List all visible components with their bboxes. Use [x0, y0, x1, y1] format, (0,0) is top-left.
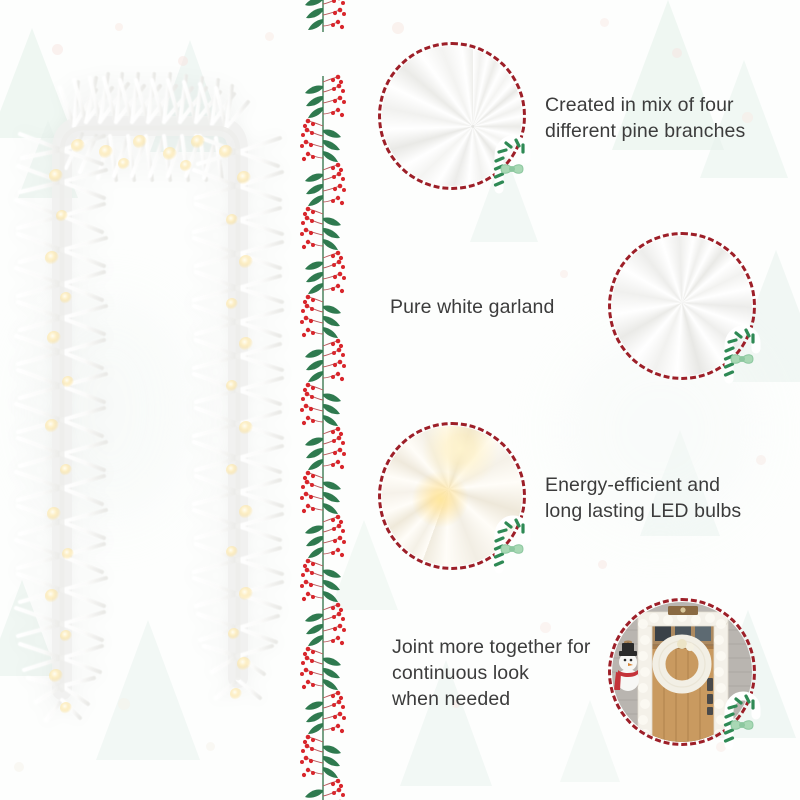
candy-cane-icon — [723, 691, 761, 750]
feature-text-pine-branches: Created in mix of four different pine br… — [545, 94, 746, 142]
feature-list: Created in mix of four different pine br… — [350, 0, 800, 800]
feature-text-joinable: Joint more together for continuous look … — [392, 636, 591, 710]
product-image: Draped white pine garland in an arch sha… — [0, 0, 300, 800]
dashed-ring — [608, 598, 756, 746]
garland-illustration — [14, 72, 284, 724]
feature-photo-pure-white[interactable] — [608, 232, 761, 384]
candy-cane-icon — [493, 135, 531, 194]
candy-cane-icon — [493, 515, 531, 574]
feature-row: Joint more together for continuous look … — [350, 598, 800, 788]
feature-photo-led-bulbs[interactable] — [378, 422, 531, 574]
led-bulb-group — [45, 135, 253, 714]
berry-vine-divider — [299, 0, 388, 800]
product-image-caption: Draped white pine garland in an arch sha… — [0, 0, 1, 1]
dashed-ring — [378, 42, 526, 190]
dashed-ring — [378, 422, 526, 570]
berry-vine-icon — [299, 0, 388, 800]
feature-photo-joinable[interactable] — [608, 598, 761, 750]
feature-text-pure-white: Pure white garland — [390, 296, 555, 318]
feature-row: Created in mix of four different pine br… — [350, 42, 800, 232]
feature-photo-pine-branches[interactable] — [378, 42, 531, 194]
dashed-ring — [608, 232, 756, 380]
feature-row: Energy-efficient and long lasting LED bu… — [350, 422, 800, 612]
candy-cane-icon — [723, 325, 761, 384]
feature-row: Pure white garland — [350, 232, 800, 422]
feature-text-led-bulbs: Energy-efficient and long lasting LED bu… — [545, 474, 742, 522]
